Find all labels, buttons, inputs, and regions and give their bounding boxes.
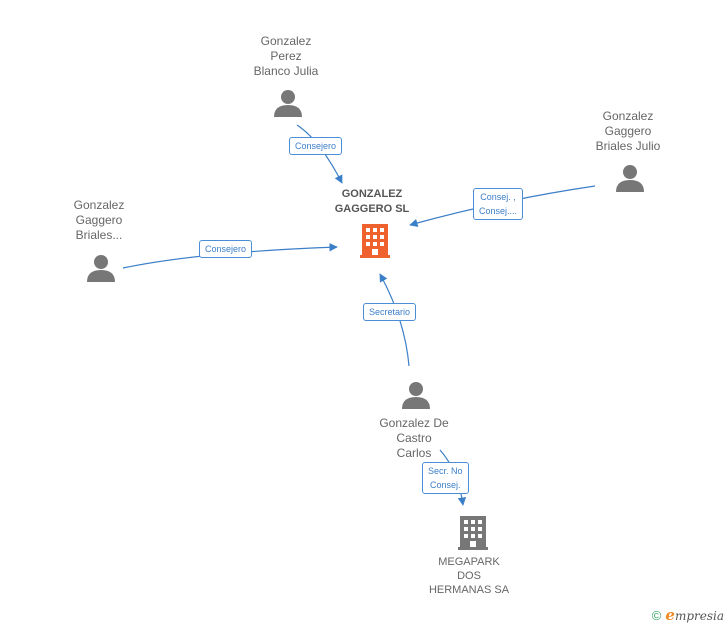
- person-name-line: Gonzalez: [73, 198, 125, 212]
- company-name-megapark[interactable]: MEGAPARK DOS HERMANAS SA: [419, 555, 519, 597]
- person-name-line: Gonzalez De: [379, 416, 449, 430]
- edge-label-text: Secretario: [369, 307, 411, 317]
- brand-initial: e: [665, 606, 675, 624]
- person-name-line: Carlos: [396, 446, 432, 460]
- edge-label-text: Consej. ,: [480, 192, 516, 202]
- edge-label-consejero[interactable]: Consejero: [289, 137, 343, 155]
- person-icon[interactable]: [274, 90, 302, 117]
- person-name-line: Blanco Julia: [253, 64, 319, 78]
- person-name-line: Castro: [396, 431, 432, 445]
- footer-brand: © empresia: [652, 606, 724, 624]
- building-icon[interactable]: [458, 516, 488, 550]
- company-name-line: HERMANAS SA: [428, 584, 510, 596]
- person-name-perez-blanco[interactable]: Gonzalez Perez Blanco Julia: [236, 34, 336, 79]
- edge-label-text: Consej....: [479, 206, 518, 216]
- edge-label-consejero[interactable]: Consejero: [199, 240, 253, 258]
- center-company-name[interactable]: GONZALEZ GAGGERO SL: [322, 187, 422, 217]
- edge-label-consej[interactable]: Consej. , Consej....: [473, 188, 524, 220]
- person-icon[interactable]: [616, 165, 644, 192]
- company-name-line: DOS: [457, 570, 481, 582]
- brand-logo: empresia: [665, 606, 724, 624]
- edge-label-secretario[interactable]: Secretario: [363, 303, 417, 321]
- person-icon[interactable]: [402, 382, 430, 409]
- person-name-de-castro[interactable]: Gonzalez De Castro Carlos: [364, 416, 464, 461]
- edge-label-text: Secr. No: [428, 466, 463, 476]
- edge-label-secr-no-consej[interactable]: Secr. No Consej.: [422, 462, 469, 494]
- building-icon[interactable]: [360, 224, 390, 258]
- edge-label-text: Consejero: [295, 141, 337, 151]
- person-name-line: Gonzalez: [260, 34, 312, 48]
- edge-label-text: Consej.: [430, 480, 461, 490]
- person-icon[interactable]: [87, 255, 115, 282]
- person-name-line: Briales...: [75, 228, 123, 242]
- edge-label-text: Consejero: [205, 244, 247, 254]
- brand-rest: mpresia: [674, 609, 724, 623]
- person-name-gaggero-briales[interactable]: Gonzalez Gaggero Briales...: [49, 198, 149, 243]
- center-company-name-line2: GAGGERO SL: [334, 203, 410, 215]
- person-name-line: Gonzalez: [602, 109, 654, 123]
- center-company-name-line1: GONZALEZ: [341, 188, 403, 200]
- person-name-gaggero-julio[interactable]: Gonzalez Gaggero Briales Julio: [578, 109, 678, 154]
- person-name-line: Briales Julio: [595, 139, 661, 153]
- company-name-line: MEGAPARK: [438, 556, 500, 568]
- copyright-icon: ©: [651, 607, 662, 623]
- person-name-line: Gaggero: [75, 213, 123, 227]
- person-name-line: Perez: [270, 49, 302, 63]
- person-name-line: Gaggero: [604, 124, 652, 138]
